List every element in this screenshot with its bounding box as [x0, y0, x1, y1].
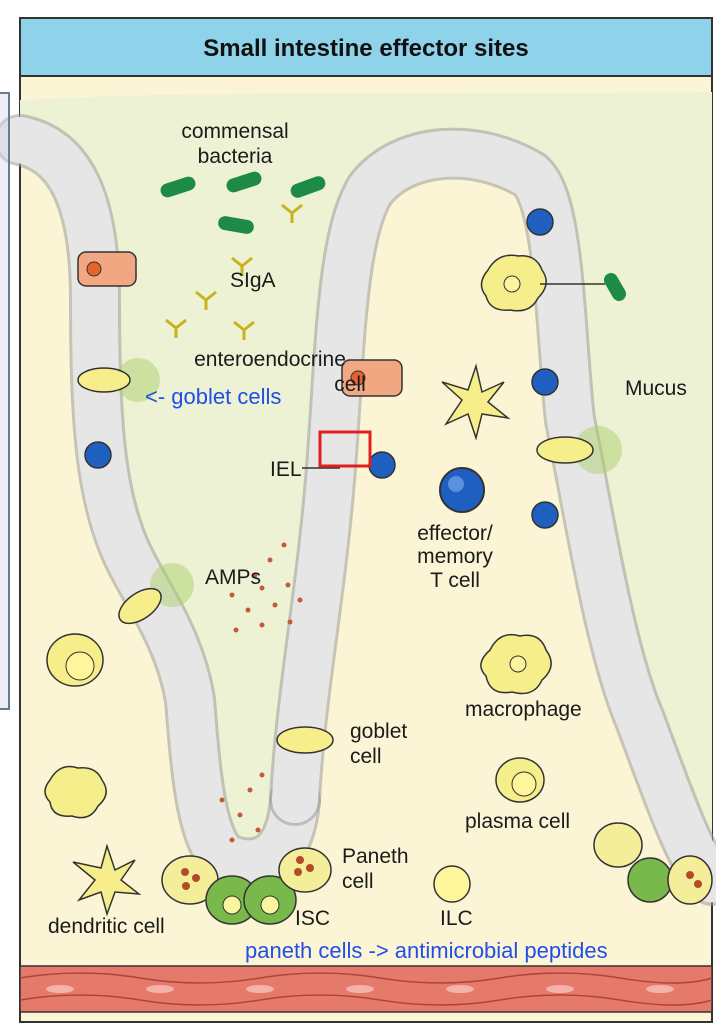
iel-cells [84, 208, 559, 529]
annotation-paneth-note: paneth cells -> antimicrobial peptides [245, 938, 608, 963]
label-isc: ISC [295, 907, 330, 930]
muscle-layer [19, 965, 713, 1013]
dendritic-cells [72, 363, 511, 917]
left-overlay-panel [0, 92, 10, 710]
label-goblet-1: goblet [350, 720, 407, 743]
siga-molecules [165, 203, 303, 340]
label-plasma-cell: plasma cell [465, 810, 570, 833]
label-amps: AMPs [205, 566, 261, 589]
label-commensal-1: commensal [181, 120, 288, 143]
diagram-title: Small intestine effector sites [203, 35, 528, 62]
label-siga: SIgA [230, 269, 276, 292]
ilc-cell [433, 865, 471, 903]
label-goblet-2: cell [350, 745, 382, 768]
middle-epithelium-cells [272, 130, 716, 903]
label-ilc: ILC [440, 907, 473, 930]
macrophages [44, 254, 605, 819]
right-crypt-base [593, 822, 713, 905]
label-dendritic-cell: dendritic cell [48, 915, 165, 938]
crypt-base [161, 847, 332, 925]
annotation-goblet-cells: <- goblet cells [145, 384, 281, 409]
label-macrophage: macrophage [465, 698, 582, 721]
goblet-cells [77, 358, 622, 754]
label-commensal-2: bacteria [198, 145, 273, 168]
amp-dots [219, 542, 303, 843]
label-effector-3: T cell [430, 569, 480, 592]
label-iel: IEL [270, 458, 302, 481]
plasma-cells [46, 633, 545, 803]
iel-highlight-box [318, 430, 372, 468]
enteroendocrine-cell-left [77, 251, 137, 287]
header-band [19, 17, 713, 77]
label-paneth-1: Paneth [342, 845, 409, 868]
label-enteroendocrine-2: cell [334, 373, 366, 396]
label-mucus: Mucus [625, 377, 687, 400]
effector-t-cell [439, 467, 485, 513]
label-paneth-2: cell [342, 870, 374, 893]
label-enteroendocrine-1: enteroendocrine [194, 348, 346, 371]
label-effector-2: memory [417, 545, 493, 568]
label-effector-1: effector/ [417, 522, 493, 545]
enteroendocrine-cell-middle [341, 359, 403, 397]
commensal-bacteria [160, 171, 626, 301]
